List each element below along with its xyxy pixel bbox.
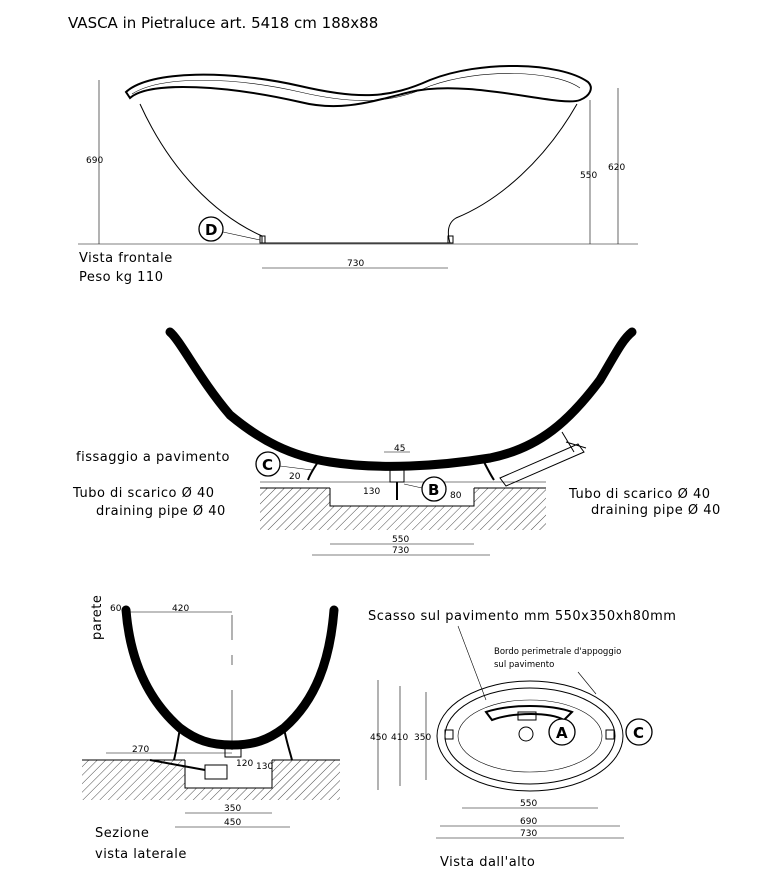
marker-d: [198, 216, 224, 242]
svg-text:B: B: [428, 481, 439, 499]
top-view: Scasso sul pavimento mm 550x350xh80mm Bo…: [368, 609, 676, 870]
page-title: VASCA in Pietraluce art. 5418 cm 188x88: [68, 14, 379, 32]
dim-410-top: 410: [391, 733, 408, 743]
svg-text:C: C: [262, 456, 273, 474]
dim-550-top: 550: [520, 799, 537, 809]
recess-label: Scasso sul pavimento mm 550x350xh80mm: [368, 609, 676, 624]
side-floor-hatch: [82, 760, 340, 800]
dim-690-top: 690: [520, 817, 537, 827]
svg-text:D: D: [205, 221, 217, 239]
dim-550: 550: [580, 171, 597, 181]
drain-left-en: draining pipe Ø 40: [96, 504, 226, 519]
marker-a: [548, 718, 576, 746]
dim-350-side: 350: [224, 804, 241, 814]
marker-c-section: [255, 451, 281, 477]
dim-350-top: 350: [414, 733, 431, 743]
front-tub-body: [139, 103, 263, 243]
dim-550-section: 550: [392, 535, 409, 545]
dim-450-side: 450: [224, 818, 241, 828]
weight-label: Peso kg 110: [79, 270, 163, 285]
dim-620: 620: [608, 163, 625, 173]
dim-450-top: 450: [370, 733, 387, 743]
dim-130-side: 130: [256, 762, 273, 772]
dim-690: 690: [86, 156, 103, 166]
rim-label-1: Bordo perimetrale d'appoggio: [494, 647, 621, 657]
rim-label-2: sul pavimento: [494, 660, 554, 670]
dim-730-top: 730: [520, 829, 537, 839]
front-view: 690 550 620 730 D Vista frontale Peso kg…: [78, 64, 638, 285]
side-label-1: Sezione: [95, 826, 149, 841]
side-label-2: vista laterale: [95, 847, 187, 862]
dim-60: 60: [110, 604, 122, 614]
dim-730: 730: [347, 259, 364, 269]
wall-label: parete: [90, 595, 105, 640]
dim-130: 130: [363, 487, 380, 497]
section-floor-hatch: [260, 488, 546, 530]
side-section: parete 60 420 270 120 130 350 450 Sezion…: [82, 595, 340, 862]
dim-120: 120: [236, 759, 253, 769]
fixing-label: fissaggio a pavimento: [76, 450, 230, 465]
svg-text:C: C: [633, 724, 644, 742]
marker-c-top: [625, 718, 653, 746]
dim-80: 80: [450, 491, 462, 501]
svg-text:A: A: [556, 724, 568, 742]
marker-b: [421, 476, 447, 502]
drain-right-it: Tubo di scarico Ø 40: [568, 487, 711, 502]
side-shell: [121, 605, 339, 750]
dim-270: 270: [132, 745, 149, 755]
dim-730-section: 730: [392, 546, 409, 556]
dim-45: 45: [394, 444, 405, 454]
dim-20: 20: [289, 472, 301, 482]
top-outer-ellipse: [436, 680, 624, 792]
drain-right-en: draining pipe Ø 40: [591, 503, 721, 518]
drain-left-it: Tubo di scarico Ø 40: [72, 486, 215, 501]
front-tub-rim: [124, 64, 592, 108]
dim-420: 420: [172, 604, 189, 614]
top-view-label: Vista dall'alto: [440, 855, 535, 870]
front-view-label: Vista frontale: [79, 251, 173, 266]
front-section: 45 C B 20 130 80 fissaggio a pavimento T…: [72, 327, 721, 556]
